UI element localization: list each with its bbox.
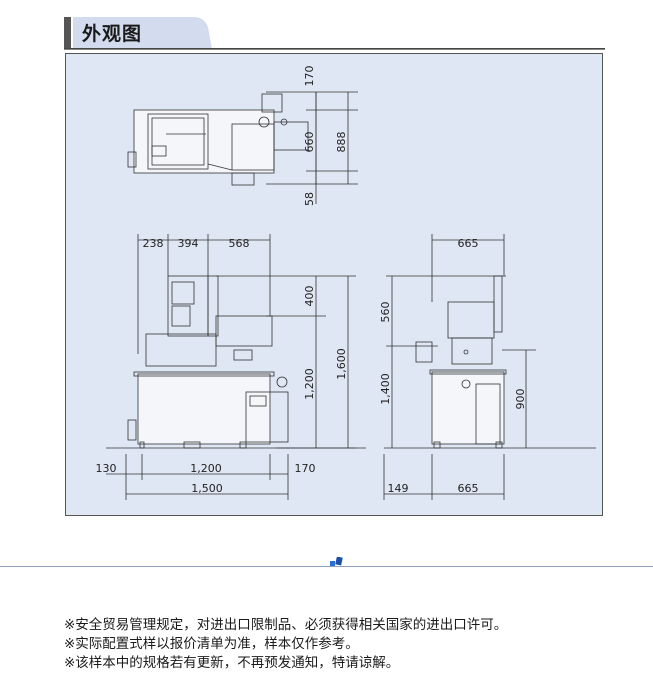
front-view-machine bbox=[127, 275, 289, 449]
side-view-dim-lines bbox=[383, 234, 596, 500]
top-view-machine bbox=[127, 93, 309, 186]
dim-front-170: 170 bbox=[295, 462, 316, 475]
dim-top-660: 660 bbox=[303, 132, 316, 153]
title-tab-shape bbox=[64, 17, 212, 49]
dim-front-394: 394 bbox=[178, 237, 199, 250]
dim-front-130: 130 bbox=[96, 462, 117, 475]
note-line: ※实际配置式样以报价清单为准，样本仅作参考。 bbox=[64, 636, 359, 652]
side-view-machine bbox=[415, 275, 507, 449]
note-line: ※该样本中的规格若有更新，不再预发通知，特请谅解。 bbox=[64, 655, 400, 671]
section-title: 外观图 bbox=[82, 23, 143, 45]
title-rule bbox=[64, 48, 605, 50]
dim-front-1200h: 1,200 bbox=[190, 462, 222, 475]
page-mark-icon bbox=[330, 552, 344, 571]
page-divider bbox=[0, 566, 653, 567]
dim-front-238: 238 bbox=[143, 237, 164, 250]
dim-front-1500: 1,500 bbox=[191, 482, 223, 495]
notes: ※安全贸易管理规定，对进出口限制品、必须获得相关国家的进出口许可。 ※实际配置式… bbox=[64, 616, 624, 673]
dim-front-400: 400 bbox=[303, 286, 316, 307]
dim-side-1400: 1,400 bbox=[379, 373, 392, 405]
dim-side-149: 149 bbox=[388, 482, 409, 495]
top-view-dim-lines bbox=[266, 91, 358, 204]
dim-side-900: 900 bbox=[514, 389, 527, 410]
dim-front-1600: 1,600 bbox=[335, 348, 348, 380]
section-title-tab bbox=[64, 17, 212, 49]
dim-front-1200v: 1,200 bbox=[303, 368, 316, 400]
dim-side-665-top: 665 bbox=[458, 237, 479, 250]
dim-top-58: 58 bbox=[303, 192, 316, 206]
dim-top-888: 888 bbox=[335, 132, 348, 153]
note-line: ※安全贸易管理规定，对进出口限制品、必须获得相关国家的进出口许可。 bbox=[64, 617, 508, 633]
front-view-dim-lines bbox=[106, 234, 366, 500]
dim-side-560: 560 bbox=[379, 302, 392, 323]
dim-side-665-bottom: 665 bbox=[458, 482, 479, 495]
dim-top-170: 170 bbox=[303, 66, 316, 87]
dim-front-568: 568 bbox=[229, 237, 250, 250]
dimension-drawing: 170 660 888 58 238 394 568 400 1,200 1,6… bbox=[65, 53, 603, 516]
drawing-canvas: 170 660 888 58 238 394 568 400 1,200 1,6… bbox=[96, 66, 596, 500]
